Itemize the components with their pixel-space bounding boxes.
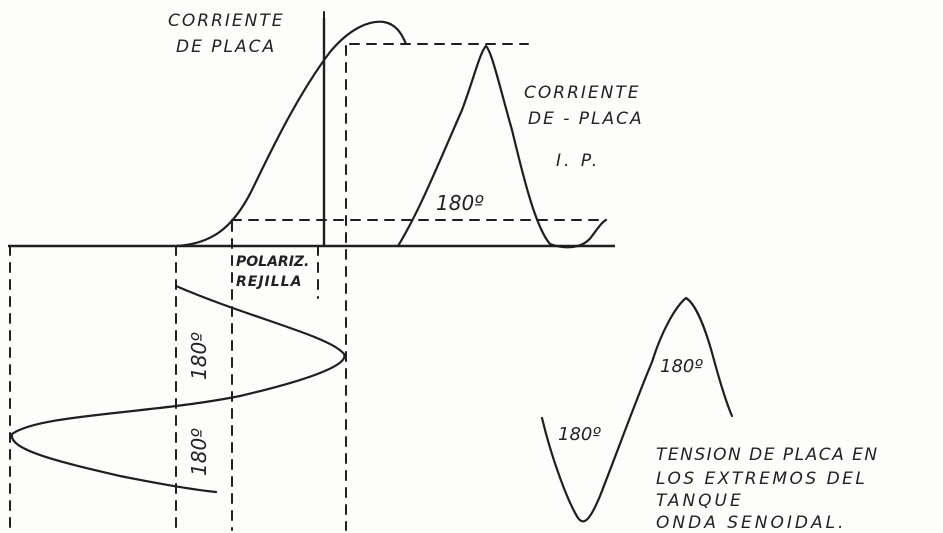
label-tension-2: LOS EXTREMOS DEL (656, 469, 867, 489)
label-tension-4: ONDA SENOIDAL. (656, 513, 846, 533)
label-tension-peak-angle: 180º (660, 356, 703, 377)
label-plate-current-top-1: CORRIENTE (168, 11, 284, 31)
label-tension-1: TENSION DE PLACA EN (656, 445, 879, 465)
plate-tension-sine (540, 296, 734, 523)
plate-current-pulse (396, 44, 608, 249)
grid-voltage-sine (10, 284, 346, 494)
label-plate-current-top-2: DE PLACA (176, 37, 276, 57)
label-plate-current-right-1: CORRIENTE (524, 83, 640, 103)
label-grid-angle-lower: 180º (187, 428, 211, 476)
label-grid-angle-upper: 180º (187, 332, 211, 380)
transfer-characteristic-curve (174, 20, 408, 248)
label-grid-bias-1: POLARIZ. (236, 254, 309, 270)
label-ip: I. P. (556, 151, 600, 171)
label-grid-bias-2: REJILLA (236, 274, 302, 290)
label-plate-current-right-2: DE - PLACA (528, 109, 644, 129)
label-pulse-angle: 180º (436, 191, 484, 215)
label-tension-3: TANQUE (656, 491, 744, 511)
label-tension-trough-angle: 180º (558, 424, 601, 445)
